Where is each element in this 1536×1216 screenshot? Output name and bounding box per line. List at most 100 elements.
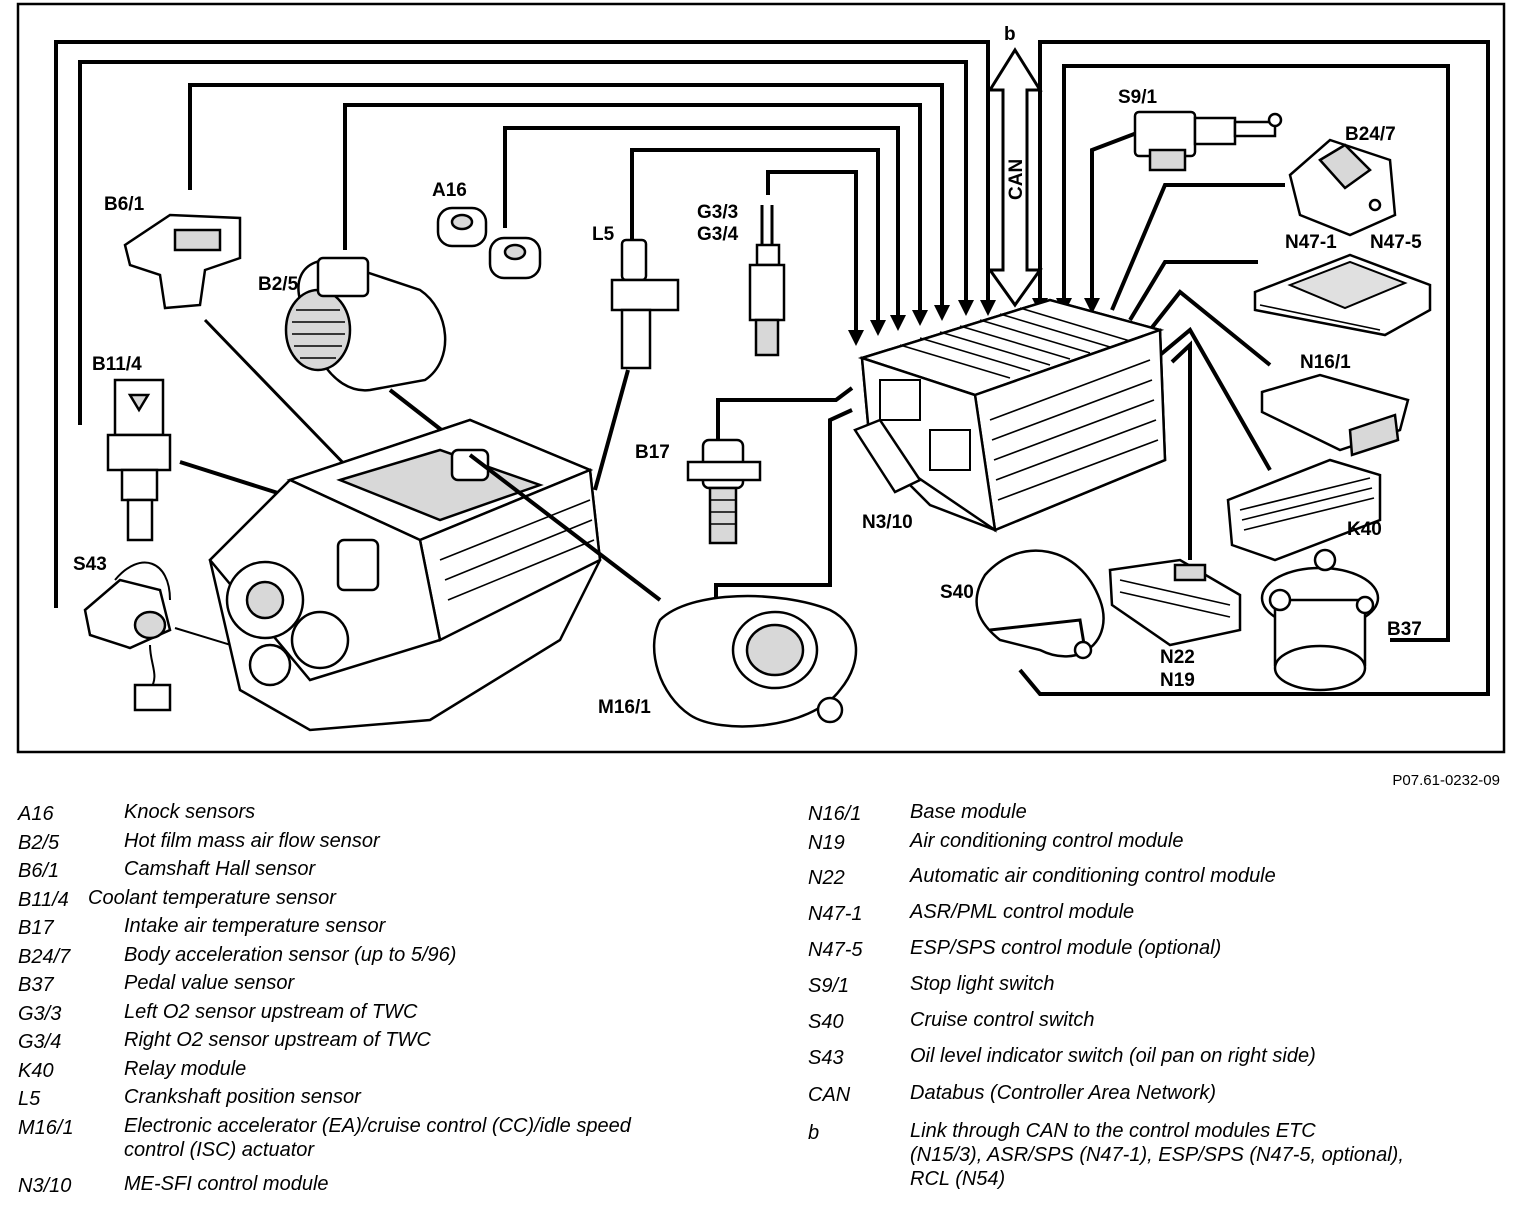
label-n47-1: N47-1: [1285, 232, 1337, 253]
legend-desc: Hot film mass air flow sensor: [124, 829, 380, 852]
legend-desc: Stop light switch: [910, 972, 1055, 995]
legend-row: L5 Crankshaft position sensor: [18, 1085, 738, 1114]
label-n16-1: N16/1: [1300, 352, 1351, 373]
legend-desc: Coolant temperature sensor: [88, 886, 336, 909]
wire-bundle-right: [1018, 40, 1490, 696]
b17-intake-air-temperature-sensor: [686, 438, 762, 545]
legend-row: M16/1 Electronic accelerator (EA)/cruise …: [18, 1114, 738, 1172]
b24-7-body-acceleration-sensor: [1288, 138, 1397, 237]
legend-desc: Pedal value sensor: [124, 972, 295, 994]
legend-code: b: [808, 1121, 820, 1144]
legend-desc: ESP/SPS control module (optional): [910, 936, 1222, 959]
legend-row: S40 Cruise control switch: [808, 1008, 1508, 1044]
b2-5-mass-air-flow-sensor: [284, 256, 447, 392]
legend-row: CAN Databus (Controller Area Network): [808, 1081, 1508, 1119]
a16-knock-sensors: [436, 206, 542, 280]
legend-code: S40: [808, 1010, 844, 1033]
legend-desc: Left O2 sensor upstream of TWC: [124, 1000, 418, 1023]
b37-pedal-value-sensor: [1260, 548, 1380, 692]
legend-row: K40 Relay module: [18, 1057, 738, 1086]
legend-row: N47-5 ESP/SPS control module (optional): [808, 936, 1508, 972]
b6-1-camshaft-hall-sensor: [123, 213, 242, 310]
label-b17: B17: [635, 442, 670, 463]
label-b6-1: B6/1: [104, 194, 145, 215]
n16-1-base-module: [1260, 373, 1410, 457]
legend-row: N19 Air conditioning control module: [808, 829, 1508, 864]
label-b11-4: B11/4: [92, 354, 142, 375]
legend-code: L5: [18, 1088, 41, 1110]
legend-row: B17 Intake air temperature sensor: [18, 914, 738, 943]
legend-row: N3/10 ME-SFI control module: [18, 1172, 738, 1201]
g3-o2-sensor: [748, 205, 786, 357]
legend-desc: Crankshaft position sensor: [124, 1086, 361, 1108]
legend-desc: Camshaft Hall sensor: [124, 858, 316, 880]
label-m16-1: M16/1: [598, 697, 651, 718]
legend-code: M16/1: [18, 1116, 74, 1139]
legend-row: B2/5 Hot film mass air flow sensor: [18, 829, 738, 858]
label-s40: S40: [940, 582, 974, 603]
legend-code: N19: [808, 831, 845, 854]
m16-1-throttle-actuator: [652, 594, 858, 728]
leader-l5: [593, 369, 630, 491]
legend-code: B11/4: [18, 888, 69, 911]
n3-10-control-module: [853, 298, 1167, 533]
legend-code: B17: [18, 917, 54, 939]
s9-1-stop-light-switch: [1133, 110, 1283, 172]
wire-m16-1: [714, 408, 853, 600]
legend-desc: Right O2 sensor upstream of TWC: [124, 1029, 431, 1051]
legend-row: G3/4 Right O2 sensor upstream of TWC: [18, 1028, 738, 1057]
legend-code: G3/3: [18, 1002, 62, 1025]
legend-desc: Automatic air conditioning control modul…: [910, 864, 1276, 887]
legend-code: S9/1: [808, 974, 850, 997]
label-n47-5: N47-5: [1370, 232, 1422, 253]
label-b2-5: B2/5: [258, 274, 299, 295]
legend-code: N16/1: [808, 803, 862, 825]
wire-bundle-left: [54, 40, 990, 608]
legend-code: CAN: [808, 1083, 851, 1106]
legend-desc: ME-SFI control module: [124, 1172, 329, 1195]
label-k40: K40: [1347, 519, 1382, 540]
wire-b17: [716, 386, 854, 440]
legend-code: N3/10: [18, 1174, 72, 1197]
s40-cruise-control-switch: [975, 549, 1105, 660]
legend-row: B11/4 Coolant temperature sensor: [18, 886, 738, 915]
label-s9-1: S9/1: [1118, 87, 1158, 108]
can-double-arrow: [987, 47, 1043, 308]
leader-a16: [468, 453, 662, 602]
legend-desc: Intake air temperature sensor: [124, 915, 386, 937]
legend-desc: ASR/PML control module: [910, 900, 1135, 923]
label-n3-10: N3/10: [862, 512, 913, 533]
label-g3-3: G3/3: [697, 202, 738, 223]
legend-desc: Knock sensors: [124, 801, 256, 823]
wiring-diagram: CAN b N3/10 S9/1 B24/7: [16, 2, 1506, 754]
wire-arrowheads-left: [848, 300, 996, 346]
legend-code: B6/1: [18, 860, 60, 882]
legend-desc: Electronic accelerator (EA)/cruise contr…: [124, 1114, 631, 1161]
legend-desc: Relay module: [124, 1057, 247, 1080]
legend-desc: Link through CAN to the control modules …: [910, 1119, 1404, 1190]
label-g3-4: G3/4: [697, 224, 739, 245]
k40-relay-module: [1226, 458, 1382, 562]
figure-code: P07.61-0232-09: [1392, 772, 1500, 789]
legend-row: S9/1 Stop light switch: [808, 972, 1508, 1008]
legend-desc: Air conditioning control module: [910, 829, 1184, 852]
engine-illustration: [208, 418, 602, 732]
legend-code: N22: [808, 866, 845, 889]
legend-desc: Databus (Controller Area Network): [910, 1081, 1217, 1104]
label-a16: A16: [432, 180, 467, 201]
label-n19: N19: [1160, 670, 1195, 691]
label-b24-7: B24/7: [1345, 124, 1396, 145]
legend-code: B2/5: [18, 831, 60, 854]
legend-code: S43: [808, 1046, 844, 1069]
legend-code: G3/4: [18, 1031, 62, 1053]
legend-desc: Body acceleration sensor (up to 5/96): [124, 943, 457, 966]
legend-code: K40: [18, 1059, 54, 1082]
label-b: b: [1004, 24, 1016, 45]
legend-code: N47-5: [808, 938, 863, 961]
legend-desc: Cruise control switch: [910, 1008, 1095, 1031]
legend-row: N22 Automatic air conditioning control mo…: [808, 864, 1508, 900]
